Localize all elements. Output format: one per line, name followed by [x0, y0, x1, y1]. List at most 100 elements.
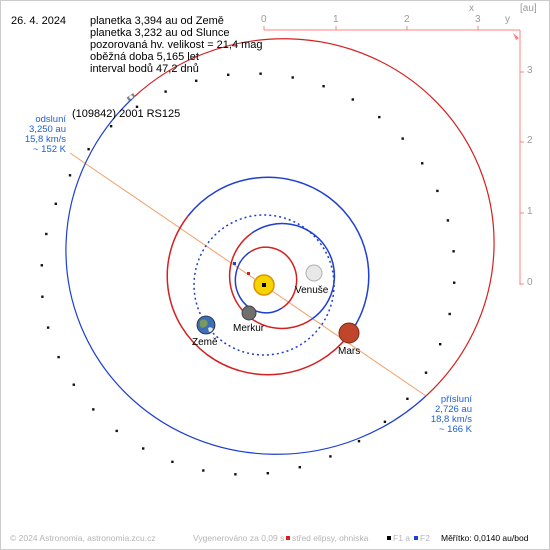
orbit-point [383, 420, 387, 423]
orbit-point [68, 174, 72, 177]
perihelion-distance: 2,726 au [435, 404, 472, 415]
x-tick-label: 3 [475, 14, 481, 25]
center-legend-swatch [286, 536, 290, 541]
orbit-point [234, 473, 237, 476]
orbit-point [135, 105, 139, 108]
orbit-point [109, 125, 113, 128]
orbit-point [45, 232, 48, 236]
orbit-point [195, 79, 198, 82]
orbit-point [378, 115, 381, 119]
orbit-point [115, 429, 118, 433]
orbit-point [329, 455, 332, 458]
orbit-point [40, 264, 43, 267]
aphelion-title: odsluní [35, 114, 66, 125]
footer-legend-center: střed elipsy, ohniska [283, 533, 368, 543]
asteroid-marker [126, 93, 136, 101]
orbit-point [171, 460, 174, 463]
venus-orbit-south [228, 232, 313, 330]
footer-legend-f2-text: F2 [420, 533, 430, 543]
info-interval: interval bodů 47,2 dnů [90, 63, 199, 75]
perihelion-title: přísluní [440, 394, 472, 405]
orbit-point [446, 219, 450, 222]
x-axis-label: x [469, 3, 474, 14]
orbit-point [54, 202, 57, 205]
orbit-point [436, 189, 439, 193]
asteroid-orbit-above-ecliptic [133, 38, 495, 397]
info-earth-distance: planetka 3,394 au od Země [90, 15, 224, 27]
info-period: oběžná doba 5,165 let [90, 51, 199, 63]
venus-disk [305, 264, 323, 282]
footer-legend-f1: F1 a [384, 533, 410, 543]
y-tick-label: 2 [527, 135, 533, 146]
sun-focus-f1 [262, 283, 266, 287]
mercury-orbit-south [234, 251, 283, 314]
asteroid-orbit [40, 38, 495, 476]
y-tick-label: 1 [527, 206, 533, 217]
asteroid-orbit-below-ecliptic [65, 96, 427, 455]
asteroid-name-label: (109842) 2001 RS125 [72, 108, 181, 120]
x-tick-label: 1 [333, 14, 339, 25]
orbit-point [202, 469, 205, 472]
ellipse-center [247, 272, 250, 275]
earth-label: Země [192, 337, 218, 348]
y-tick-label: 0 [527, 277, 533, 288]
orbit-point [298, 466, 301, 469]
f2-legend-swatch [414, 536, 418, 541]
footer-legend-center-text: střed elipsy, ohniska [292, 533, 369, 543]
orbit-point [291, 76, 294, 79]
orbit-point [164, 90, 167, 93]
info-sun-distance: planetka 3,232 au od Slunce [90, 27, 230, 39]
orbit-point [92, 408, 95, 411]
info-magnitude: pozorovaná hv. velikost = 21,4 mag [90, 39, 263, 51]
mars-orbit [166, 176, 370, 376]
orbit-point [322, 85, 325, 88]
orbit-point [259, 72, 262, 75]
mercury-orbit [234, 246, 298, 314]
sun [253, 274, 275, 296]
venus-orbit [228, 222, 336, 330]
orbit-interval-points [40, 72, 456, 476]
axes [263, 26, 524, 285]
x-tick-label: 2 [404, 14, 410, 25]
f1-legend-swatch [387, 536, 391, 541]
mars-orbit-north [187, 176, 370, 337]
aphelion-label: odsluní 3,250 au 15,8 km/s ~ 152 K [20, 115, 66, 155]
orbit-point [46, 326, 50, 329]
orbit-point [421, 162, 424, 165]
axis-corner-mark [513, 33, 519, 40]
orbit-point [87, 148, 90, 151]
mercury-label: Merkur [233, 323, 265, 334]
axis-unit: [au] [520, 3, 537, 14]
footer-generated: Vygenerováno za 0,09 s [193, 533, 285, 543]
footer-legend-f2: F2 [411, 533, 430, 543]
orbit-point [439, 343, 442, 346]
perihelion-label: přísluní 2,726 au 18,8 km/s ~ 166 K [420, 395, 472, 435]
y-tick-label: 3 [527, 65, 533, 76]
orbit-point [41, 295, 44, 298]
orbit-point [142, 447, 145, 450]
ellipse-focus-f2 [233, 262, 236, 265]
mercury-orbit-north [249, 246, 298, 309]
mars-disk [338, 322, 360, 344]
y-axis-label: y [505, 14, 510, 25]
orbit-point [424, 371, 428, 374]
footer-copyright: © 2024 Astronomia, astronomia.zcu.cz [10, 533, 156, 543]
orbit-point [266, 472, 269, 475]
footer-scale: Měřítko: 0,0140 au/bod [441, 533, 529, 543]
orbit-point [406, 397, 409, 400]
aphelion-temperature: ~ 152 K [32, 144, 66, 155]
perihelion-temperature: ~ 166 K [438, 424, 472, 435]
orbit-point [448, 312, 451, 316]
orbit-point [453, 281, 456, 284]
mars-orbit-south [166, 215, 349, 376]
orbit-point [452, 250, 455, 253]
aphelion-distance: 3,250 au [29, 124, 66, 135]
perihelion-speed: 18,8 km/s [430, 414, 472, 425]
x-tick-label: 0 [261, 14, 267, 25]
date-label: 26. 4. 2024 [11, 15, 67, 27]
orbit-point [401, 137, 404, 140]
aphelion-speed: 15,8 km/s [24, 134, 66, 145]
venus-label: Venuše [295, 285, 329, 296]
orbit-point [357, 440, 361, 443]
